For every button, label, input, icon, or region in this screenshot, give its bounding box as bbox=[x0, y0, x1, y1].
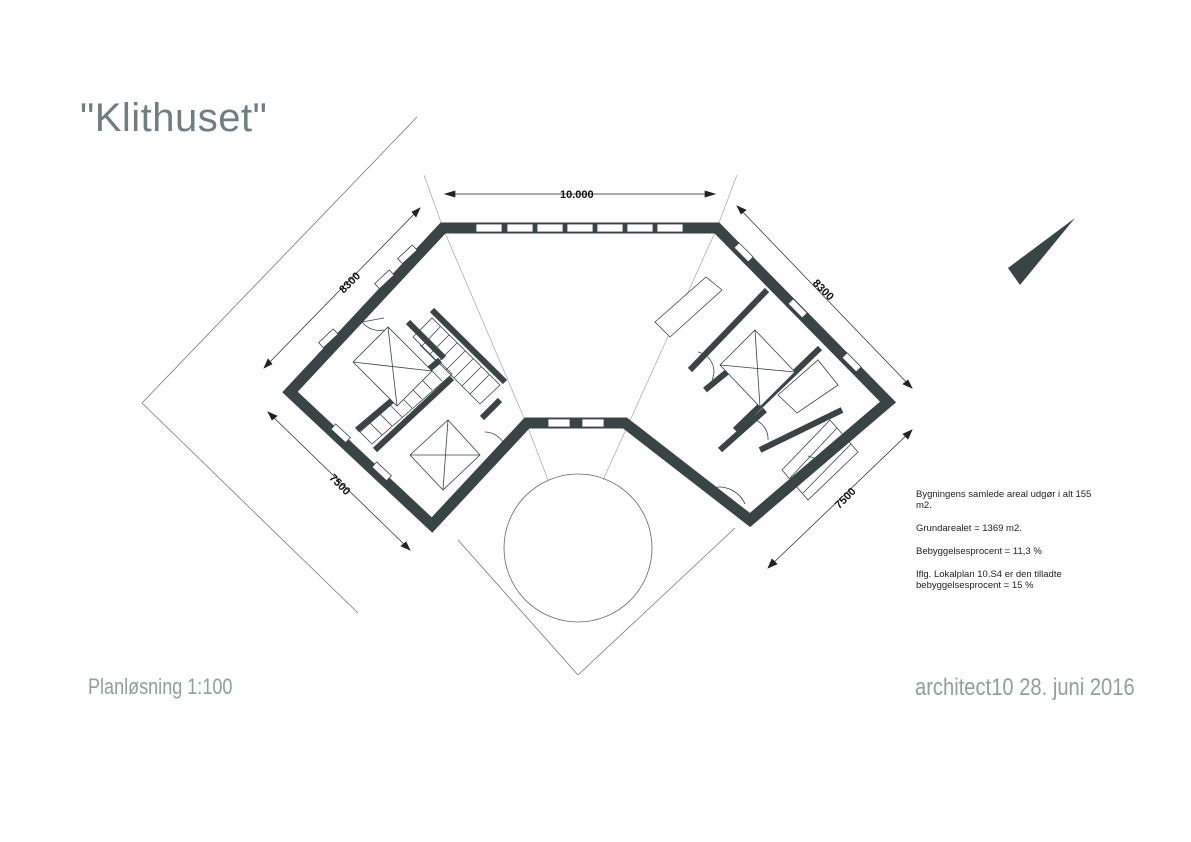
outer-wall bbox=[282, 222, 897, 533]
architect-label: architect10 28. juni 2016 bbox=[915, 674, 1135, 701]
note-local-plan: Iflg. Lokalplan 10.S4 er den tilladte be… bbox=[916, 569, 1062, 591]
drawing-title: "Klithuset" bbox=[80, 96, 268, 140]
windows bbox=[318, 223, 862, 482]
plan-label: Planløsning 1:100 bbox=[88, 674, 233, 699]
terrace-circle bbox=[503, 473, 653, 623]
stair-right bbox=[781, 419, 859, 501]
note-plot-area: Grundarealet = 1369 m2. bbox=[916, 523, 1022, 534]
note-coverage: Bebyggelsesprocent = 11,3 % bbox=[916, 546, 1042, 557]
site-boundary bbox=[141, 116, 736, 676]
beds bbox=[352, 276, 839, 491]
note-area: Bygningens samlede areal udgør i alt 155… bbox=[916, 489, 1092, 511]
dim-right-upper: 8300 bbox=[810, 277, 836, 303]
north-arrow-icon bbox=[1008, 218, 1075, 285]
construction-lines bbox=[423, 174, 738, 481]
dim-left-lower: 7500 bbox=[327, 472, 353, 498]
notes-block: Bygningens samlede areal udgør i alt 155… bbox=[916, 489, 1106, 603]
dim-left-upper: 8300 bbox=[337, 270, 363, 296]
doors bbox=[361, 317, 769, 517]
dimension-lines bbox=[263, 190, 913, 569]
dim-top: 10.000 bbox=[560, 189, 594, 201]
dim-right-lower: 7500 bbox=[833, 486, 859, 512]
